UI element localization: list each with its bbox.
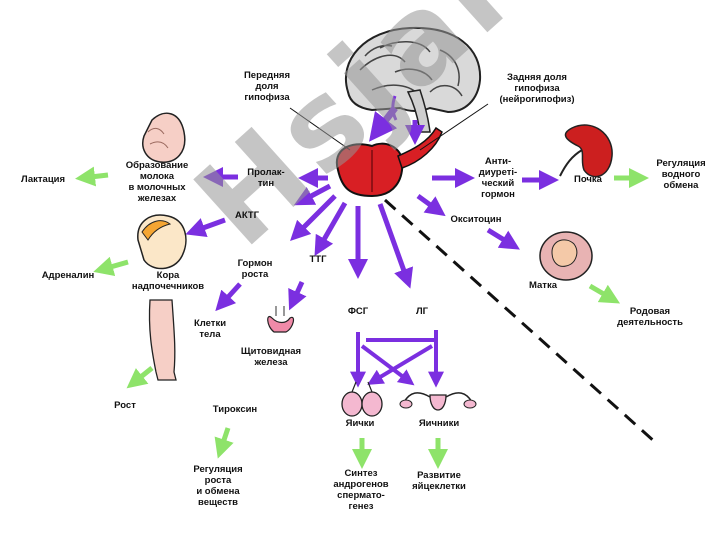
label-tsh: ТТГ [309, 254, 327, 265]
label-kidney: Почка [574, 174, 602, 185]
kidney-icon [559, 124, 613, 178]
label-adrenal-cortex: Кора надпочечников [131, 270, 205, 292]
uterus-icon [539, 231, 593, 281]
pituitary-gland-icon [335, 126, 443, 198]
label-adh: Анти- диуреті- ческий гормон [478, 156, 518, 200]
label-ovaries: Яичники [418, 418, 460, 429]
label-prolactin: Пролак- тин [247, 167, 285, 189]
ovaries-icon [399, 392, 477, 411]
label-adrenaline: Адреналин [41, 270, 95, 281]
label-posterior-pituitary: Задняя доля гипофиза (нейрогипофиз) [499, 72, 575, 105]
thyroid-icon [267, 306, 295, 333]
label-acth: АКТГ [234, 210, 260, 221]
label-testes: Яички [345, 418, 375, 429]
adrenal-icon [137, 214, 187, 270]
label-anterior-pituitary: Передняя доля гипофиза [243, 70, 291, 103]
label-body-cells: Клетки тела [193, 318, 227, 340]
label-lh: ЛГ [415, 306, 429, 317]
label-uterus: Матка [528, 280, 557, 291]
label-growth-metabolism: Регуляция роста и обмена веществ [193, 464, 243, 508]
label-fsh: ФСГ [347, 306, 369, 317]
label-labor: Родовая деятельность [617, 306, 683, 328]
leg-icon [148, 299, 177, 381]
divider-line [383, 198, 657, 444]
arrow-brain-anterior [369, 105, 398, 142]
brain-icon [345, 26, 482, 133]
label-oxytocin: Окситоцин [450, 214, 502, 225]
label-thyroid: Щитовидная железа [240, 346, 302, 368]
label-growth: Рост [114, 400, 136, 411]
label-egg-development: Развитие яйцеклетки [412, 470, 466, 492]
hormone-arrows [185, 167, 560, 388]
label-thyroxine: Тироксин [212, 404, 258, 415]
label-lactation: Лактация [20, 174, 66, 185]
label-growth-hormone: Гормон роста [237, 258, 273, 280]
label-milk-formation: Образование молока в молочных железах [125, 160, 189, 204]
testes-icon [341, 381, 383, 417]
label-water-regulation: Регуляция водного обмена [656, 158, 706, 191]
breast-icon [142, 112, 186, 163]
label-androgen-synthesis: Синтез андрогенов спермато- генез [333, 468, 389, 512]
effect-arrows [75, 166, 650, 470]
